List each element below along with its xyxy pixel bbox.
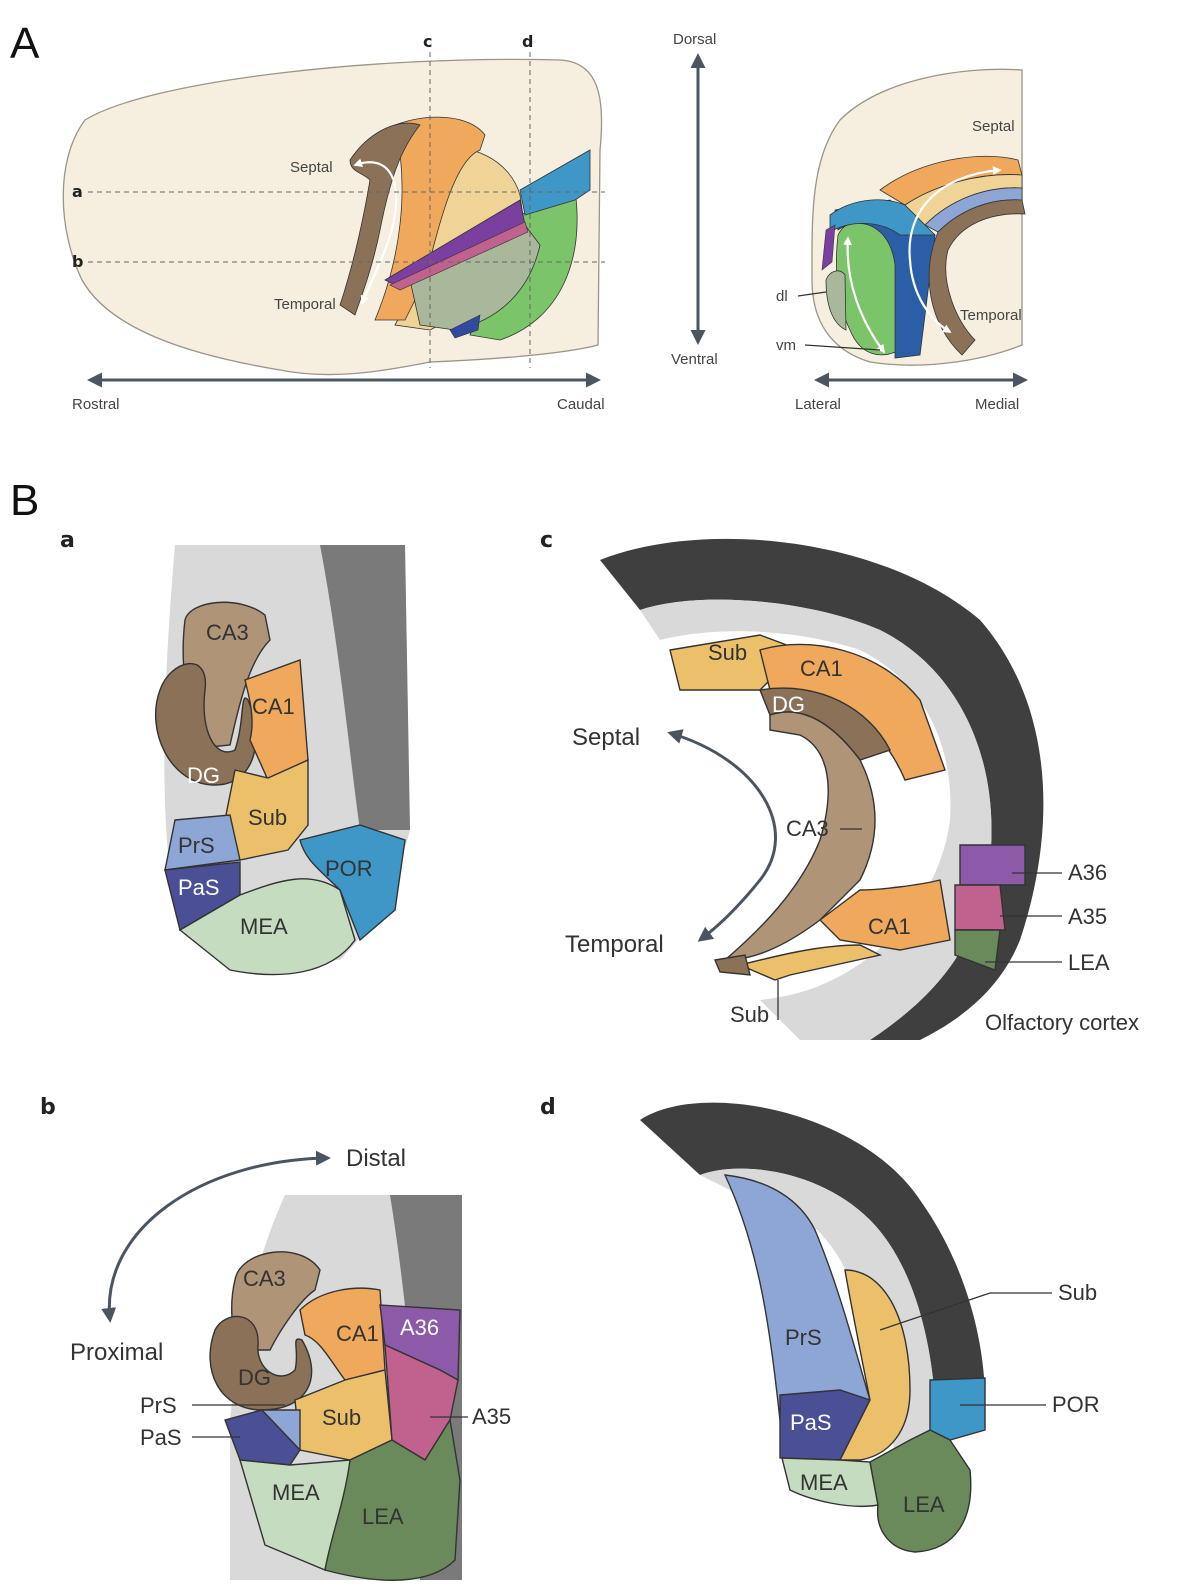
septal-label-c: Septal	[572, 724, 640, 751]
section-a-histology	[156, 545, 410, 975]
region-ca1-top-c: CA1	[800, 656, 843, 681]
region-pas-b: PaS	[140, 1425, 182, 1450]
septal-label-lateral: Septal	[290, 159, 333, 176]
region-mea-b: MEA	[272, 1480, 320, 1505]
region-ca3-c: CA3	[786, 816, 829, 841]
region-a36-b: A36	[400, 1315, 439, 1340]
section-label-b: b	[72, 252, 83, 271]
region-prs-b: PrS	[140, 1393, 177, 1418]
region-olfactory-c: Olfactory cortex	[985, 1010, 1139, 1035]
region-sub-top-c: Sub	[708, 640, 747, 665]
panel-label-B: B	[10, 476, 39, 525]
region-a35-c: A35	[1068, 904, 1107, 929]
a35-c	[955, 885, 1005, 930]
region-dg-c: DG	[772, 692, 805, 717]
section-label-d: d	[522, 32, 533, 51]
region-por-a: POR	[325, 856, 373, 881]
proximal-label: Proximal	[70, 1339, 163, 1366]
lateral-brain-view	[63, 59, 601, 374]
region-ca3-a: CA3	[206, 620, 249, 645]
panel-label-Bb: b	[40, 1095, 56, 1120]
temporal-label-lateral: Temporal	[274, 296, 336, 313]
region-ca1-a: CA1	[252, 694, 295, 719]
region-ca1-b: CA1	[336, 1321, 379, 1346]
panel-label-Bc: c	[540, 528, 553, 553]
region-pas-d: PaS	[790, 1410, 832, 1435]
caudal-label: Caudal	[557, 396, 605, 413]
septal-label-coronal: Septal	[972, 118, 1015, 135]
region-mea-a: MEA	[240, 914, 288, 939]
region-mea-d: MEA	[800, 1470, 848, 1495]
por-d	[930, 1378, 985, 1440]
region-sub-d: Sub	[1058, 1280, 1097, 1305]
temporal-label-coronal: Temporal	[960, 307, 1022, 324]
region-lea-d: LEA	[903, 1492, 945, 1517]
region-pas-a: PaS	[178, 875, 220, 900]
section-label-c: c	[423, 32, 432, 51]
septal-temporal-arrow-c	[670, 733, 776, 940]
panel-label-Ba: a	[60, 528, 75, 553]
dl-label: dl	[776, 288, 788, 305]
region-dg-b: DG	[238, 1365, 271, 1390]
region-prs-a: PrS	[178, 833, 215, 858]
vm-label: vm	[776, 337, 796, 354]
ventral-label: Ventral	[671, 351, 718, 368]
section-label-a: a	[72, 182, 83, 201]
rostral-label: Rostral	[72, 396, 120, 413]
section-c-histology	[600, 539, 1043, 1040]
region-dg-a: DG	[187, 763, 220, 788]
region-a35-b: A35	[472, 1404, 511, 1429]
region-por-d: POR	[1052, 1392, 1100, 1417]
panel-label-Bd: d	[540, 1095, 556, 1120]
temporal-label-c: Temporal	[565, 931, 664, 958]
region-prs-d: PrS	[785, 1325, 822, 1350]
a36-c	[960, 845, 1025, 885]
region-ca1-bottom-c: CA1	[868, 914, 911, 939]
region-a36-c: A36	[1068, 860, 1107, 885]
region-sub-a: Sub	[248, 805, 287, 830]
dg-tail-c	[715, 955, 750, 975]
region-sub-bottom-c: Sub	[730, 1002, 769, 1027]
medial-label: Medial	[975, 396, 1019, 413]
panel-label-A: A	[10, 19, 40, 68]
region-ca3-b: CA3	[243, 1266, 286, 1291]
region-lea-c: LEA	[1068, 950, 1110, 975]
region-sub-b: Sub	[322, 1405, 361, 1430]
distal-label: Distal	[346, 1145, 406, 1172]
region-lea-b: LEA	[362, 1504, 404, 1529]
lateral-label: Lateral	[795, 396, 841, 413]
dorsal-label: Dorsal	[673, 31, 716, 48]
